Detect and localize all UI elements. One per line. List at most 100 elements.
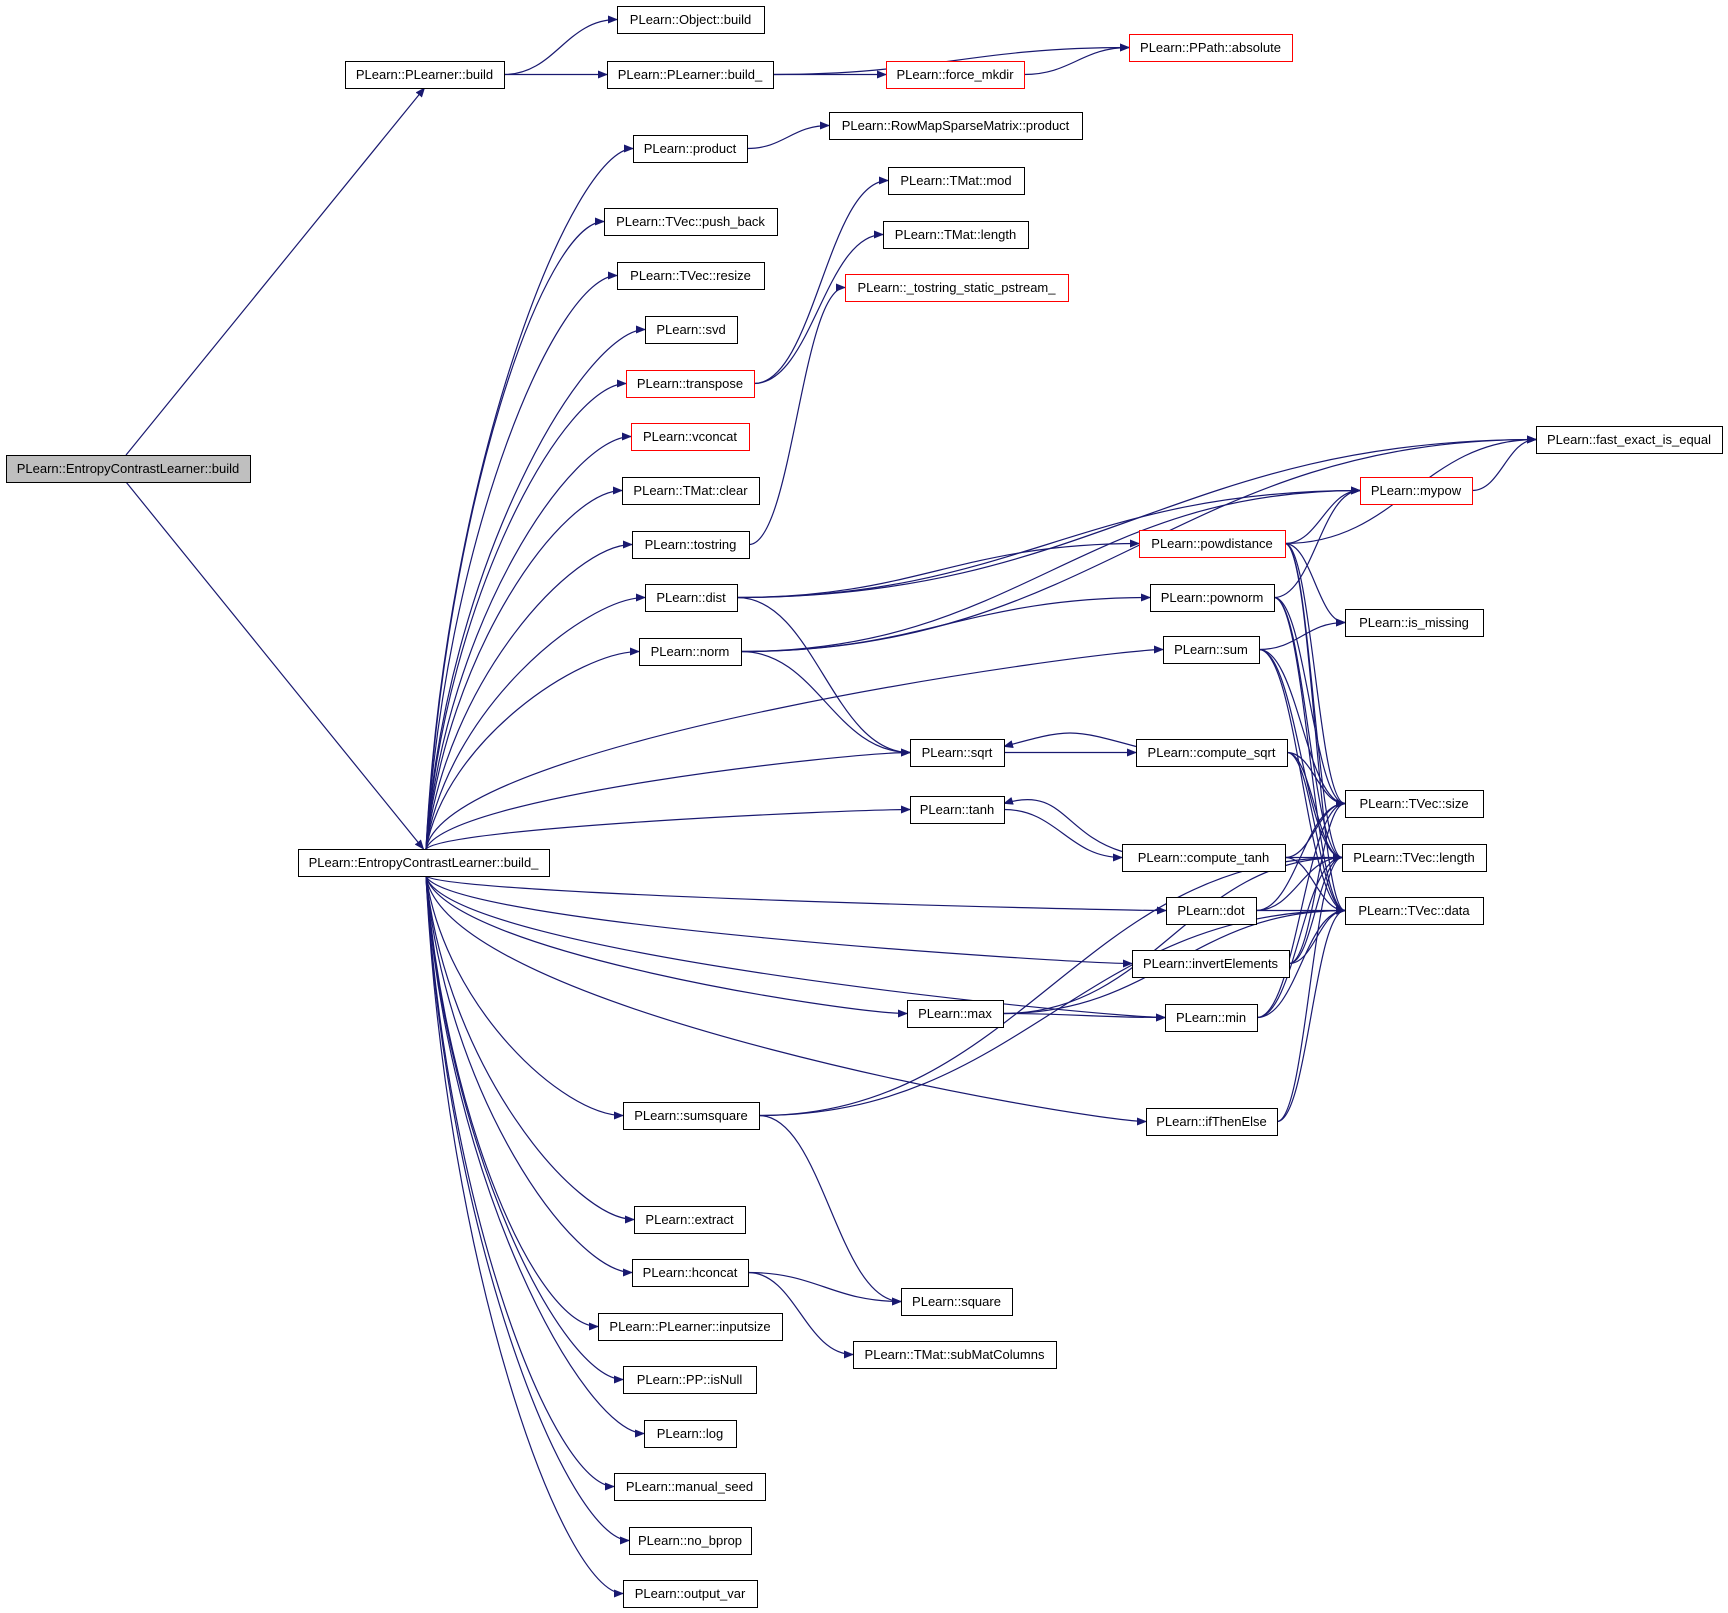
node-resize[interactable]: PLearn::TVec::resize [617, 262, 765, 290]
node-label: PLearn::sumsquare [634, 1108, 747, 1123]
node-tvec-size[interactable]: PLearn::TVec::size [1345, 790, 1484, 818]
node-pl-build-[interactable]: PLearn::PLearner::build_ [607, 61, 774, 89]
edge-tostring-to-tostring_static [748, 283, 846, 546]
node-label: PLearn::compute_sqrt [1148, 745, 1276, 760]
node-label: PLearn::TVec::push_back [616, 214, 765, 229]
node-label: PLearn::hconcat [643, 1265, 738, 1280]
node-box [607, 61, 774, 89]
node-mypow[interactable]: PLearn::mypow [1360, 477, 1473, 505]
node-sqrt[interactable]: PLearn::sqrt [910, 739, 1005, 767]
node-label: PLearn::TMat::length [895, 227, 1016, 242]
node-ifthenelse[interactable]: PLearn::ifThenElse [1146, 1108, 1278, 1136]
node-inputsize[interactable]: PLearn::PLearner::inputsize [598, 1313, 783, 1341]
node-manual-seed[interactable]: PLearn::manual_seed [614, 1473, 766, 1501]
node-label: PLearn::min [1176, 1010, 1246, 1025]
node-force-mkdir[interactable]: PLearn::force_mkdir [886, 61, 1025, 89]
node-hconcat[interactable]: PLearn::hconcat [632, 1259, 749, 1287]
edge-ecl_build_-to-svd [425, 325, 646, 850]
node-box [614, 1473, 766, 1501]
edge-max-to-min [1002, 1012, 1166, 1022]
node-box [910, 796, 1005, 824]
node-compute-sqrt[interactable]: PLearn::compute_sqrt [1136, 739, 1288, 767]
node-box [634, 1206, 746, 1234]
node-log[interactable]: PLearn::log [644, 1420, 737, 1448]
edge-sumsquare-to-tvec_length [758, 853, 1343, 1117]
node-vconcat[interactable]: PLearn::vconcat [631, 423, 750, 451]
edge-transpose-to-tmat_length [753, 230, 884, 385]
node-sumsquare[interactable]: PLearn::sumsquare [623, 1102, 760, 1130]
node-label: PLearn::EntropyContrastLearner::build [17, 461, 240, 476]
node-label: PLearn::sqrt [922, 745, 993, 760]
edge-sumsquare-to-square [758, 1114, 902, 1306]
node-box [604, 208, 778, 236]
node-label: PLearn::TVec::length [1353, 850, 1474, 865]
node-fast-exact[interactable]: PLearn::fast_exact_is_equal [1536, 426, 1723, 454]
node-label: PLearn::product [644, 141, 737, 156]
node-tmat-clear[interactable]: PLearn::TMat::clear [622, 477, 760, 505]
node-rmsm-product[interactable]: PLearn::RowMapSparseMatrix::product [829, 112, 1083, 140]
edge-min-to-tvec_data [1256, 906, 1346, 1019]
node-product[interactable]: PLearn::product [633, 135, 748, 163]
node-dist[interactable]: PLearn::dist [645, 584, 738, 612]
node-label: PLearn::tanh [920, 802, 994, 817]
node-box [345, 61, 505, 89]
edge-powdistance-to-tvec_size [1284, 542, 1346, 808]
node-transpose[interactable]: PLearn::transpose [626, 370, 755, 398]
node-tostring-static[interactable]: PLearn::_tostring_static_pstream_ [845, 274, 1069, 302]
node-box [1345, 609, 1484, 637]
edge-invert-to-tvec_length [1288, 853, 1343, 965]
node-box [888, 167, 1025, 195]
node-box [6, 455, 251, 483]
node-push-back[interactable]: PLearn::TVec::push_back [604, 208, 778, 236]
node-max[interactable]: PLearn::max [907, 1000, 1004, 1028]
node-submat[interactable]: PLearn::TMat::subMatColumns [853, 1341, 1057, 1369]
node-tvec-data[interactable]: PLearn::TVec::data [1345, 897, 1484, 925]
node-min[interactable]: PLearn::min [1165, 1004, 1258, 1032]
node-box [1129, 34, 1293, 62]
edge-dist-to-mypow [736, 486, 1361, 599]
node-ppath-abs[interactable]: PLearn::PPath::absolute [1129, 34, 1293, 62]
node-label: PLearn::log [657, 1426, 724, 1441]
node-label: PLearn::dot [1177, 903, 1245, 918]
node-powdistance[interactable]: PLearn::powdistance [1139, 530, 1286, 558]
node-tvec-length[interactable]: PLearn::TVec::length [1342, 844, 1487, 872]
node-extract[interactable]: PLearn::extract [634, 1206, 746, 1234]
node-square[interactable]: PLearn::square [901, 1288, 1013, 1316]
edge-ecl_build_-to-max [425, 875, 908, 1018]
node-label: PLearn::TVec::size [1359, 796, 1468, 811]
node-tmat-mod[interactable]: PLearn::TMat::mod [888, 167, 1025, 195]
node-compute-tanh[interactable]: PLearn::compute_tanh [1122, 844, 1286, 872]
node-obj-build[interactable]: PLearn::Object::build [617, 6, 765, 34]
node-isnull[interactable]: PLearn::PP::isNull [623, 1366, 757, 1394]
node-ecl-build-[interactable]: PLearn::EntropyContrastLearner::build_ [298, 849, 550, 877]
node-tmat-length[interactable]: PLearn::TMat::length [883, 221, 1029, 249]
node-label: PLearn::PLearner::inputsize [609, 1319, 770, 1334]
edge-ecl_build_-to-sumsquare [425, 875, 624, 1120]
node-no-bprop[interactable]: PLearn::no_bprop [629, 1527, 752, 1555]
node-root[interactable]: PLearn::EntropyContrastLearner::build [6, 455, 251, 483]
edge-tanh-to-compute_tanh [1003, 808, 1123, 862]
edge-ifthenelse-to-tvec_data [1276, 906, 1346, 1123]
node-label: PLearn::transpose [637, 376, 743, 391]
node-label: PLearn::force_mkdir [896, 67, 1014, 82]
node-dot[interactable]: PLearn::dot [1166, 897, 1257, 925]
edge-compute_tanh-to-tanh [1003, 797, 1123, 853]
node-svd[interactable]: PLearn::svd [645, 316, 738, 344]
node-box [645, 584, 738, 612]
node-label: PLearn::Object::build [630, 12, 751, 27]
node-norm[interactable]: PLearn::norm [639, 638, 742, 666]
node-box [623, 1102, 760, 1130]
node-pl-build[interactable]: PLearn::PLearner::build [345, 61, 505, 89]
node-invert[interactable]: PLearn::invertElements [1132, 950, 1290, 978]
node-sum[interactable]: PLearn::sum [1163, 636, 1260, 664]
edge-hconcat-to-square [747, 1271, 902, 1306]
node-tostring[interactable]: PLearn::tostring [632, 531, 750, 559]
node-box [1163, 636, 1260, 664]
node-output-var[interactable]: PLearn::output_var [623, 1580, 758, 1608]
node-pownorm[interactable]: PLearn::pownorm [1150, 584, 1275, 612]
edge-dot-to-tvec_length [1255, 853, 1343, 912]
node-label: PLearn::TVec::resize [630, 268, 751, 283]
node-tanh[interactable]: PLearn::tanh [910, 796, 1005, 824]
node-is-missing[interactable]: PLearn::is_missing [1345, 609, 1484, 637]
